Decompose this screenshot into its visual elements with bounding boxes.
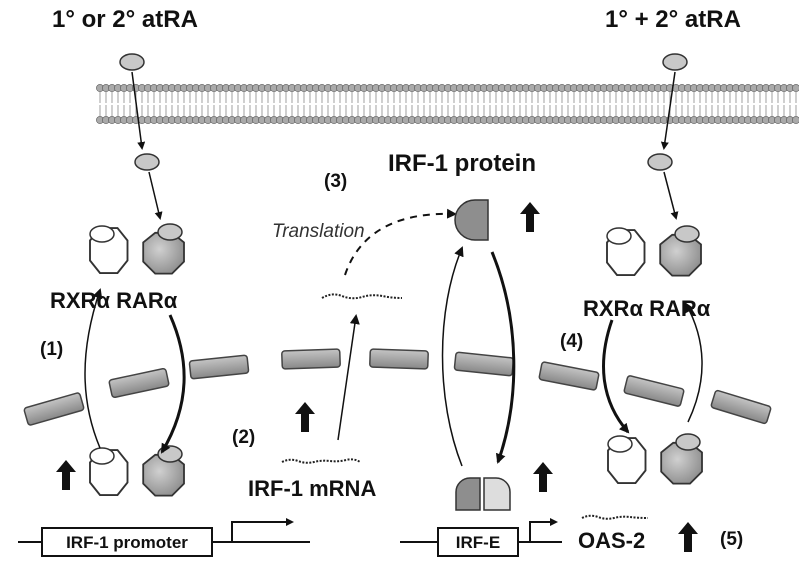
protein-import-arrow <box>490 251 516 464</box>
import-arrow-right <box>602 319 630 434</box>
translation-arrow <box>344 208 457 276</box>
irf1-mrna-icon <box>281 458 361 464</box>
step-label-5: (5) <box>720 529 744 550</box>
step-label-4: (4) <box>560 331 584 352</box>
coactivator-oval-icon <box>89 225 115 243</box>
upregulation-arrow-icon <box>533 462 553 492</box>
upregulation-arrow-icon <box>295 402 315 432</box>
lipid-head <box>792 84 799 92</box>
ligand-entry-arrow <box>131 71 146 150</box>
oas2-mrna-icon <box>581 514 649 520</box>
ligand-oval-icon <box>647 153 673 171</box>
receptor-complex-right-nuclear <box>607 433 703 485</box>
ligand-binding-arrow <box>148 171 163 220</box>
irf1-mrna-label: IRF-1 mRNA <box>248 476 377 501</box>
coactivator-oval-icon <box>89 447 115 465</box>
transcription-start-right <box>529 518 558 542</box>
translation-label: Translation <box>272 221 365 242</box>
export-arrow-right <box>685 302 703 423</box>
plasma-membrane <box>96 84 799 124</box>
step-label-3: (3) <box>324 171 348 192</box>
oas2-label: OAS-2 <box>578 528 646 553</box>
irf1-protein-dark-icon <box>455 477 481 511</box>
receptor-label-left: RXRα RARα <box>50 288 178 313</box>
transcription-start-left <box>231 518 294 542</box>
ligand-oval-icon <box>134 153 160 171</box>
ligand-oval-icon <box>119 53 145 71</box>
ligand-oval-icon <box>157 445 183 463</box>
import-arrow-left <box>160 314 186 454</box>
lipid-head <box>792 116 799 124</box>
protein-export-arrow <box>441 246 464 467</box>
irf1-protein-label: IRF-1 protein <box>388 150 536 177</box>
step-label-2: (2) <box>232 427 256 448</box>
receptor-label-right: RXRα RARα <box>583 296 711 321</box>
step-label-1: (1) <box>40 339 64 360</box>
upregulation-arrow-icon <box>520 202 540 232</box>
receptor-complex-right-bound <box>606 225 702 277</box>
upregulation-arrow-icon <box>678 522 698 552</box>
ligand-entry-arrow-right <box>660 71 676 150</box>
ligand-binding-arrow-right <box>663 171 679 220</box>
ligand-oval-icon <box>157 223 183 241</box>
irf1-protein-icon <box>454 199 489 241</box>
irf1-promoter-box <box>41 527 213 557</box>
receptor-complex-left-bound <box>89 223 185 275</box>
nuclear-envelope <box>23 348 772 426</box>
receptor-complex-left-nuclear <box>89 445 185 497</box>
irf-e-label: IRF-E <box>455 533 501 552</box>
mrna-export-arrow <box>337 314 360 441</box>
irf1-protein-light-icon <box>483 477 511 511</box>
ligand-oval-icon <box>662 53 688 71</box>
coactivator-oval-icon <box>607 435 633 453</box>
export-arrow-left <box>84 288 103 449</box>
ligand-oval-icon <box>675 433 701 451</box>
upregulation-arrow-icon <box>56 460 76 490</box>
coactivator-oval-icon <box>606 227 632 245</box>
ligand-oval-icon <box>674 225 700 243</box>
ligand-label-left: 1° or 2° atRA <box>52 6 198 33</box>
cytoplasmic-mrna-icon <box>321 293 403 300</box>
irf-e-box <box>437 527 519 557</box>
irf1-promoter-label: IRF-1 promoter <box>66 533 188 552</box>
ligand-label-right: 1° + 2° atRA <box>605 6 741 33</box>
